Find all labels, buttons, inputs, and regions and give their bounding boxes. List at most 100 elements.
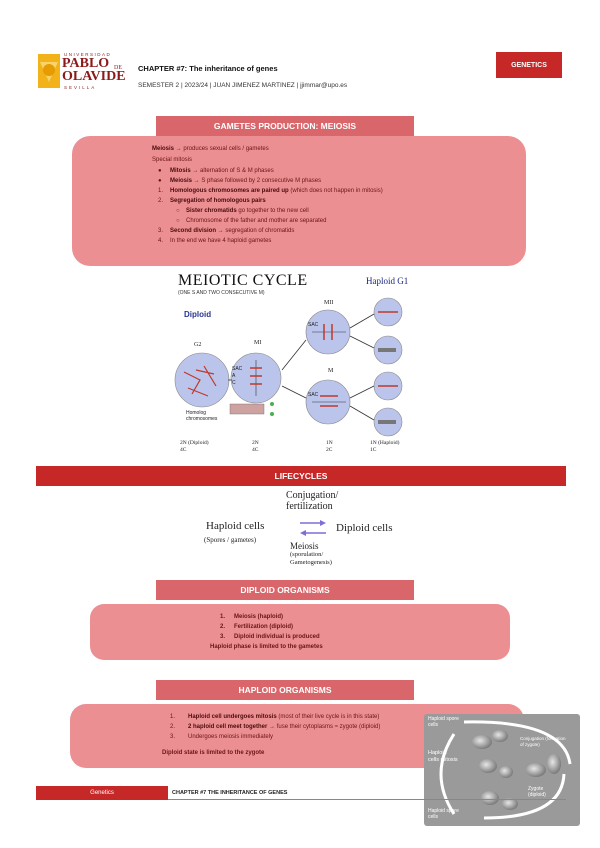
- item-text: → alternation of S & M phases: [190, 168, 274, 174]
- list-marker: 2.: [158, 198, 164, 204]
- list-marker: 1.: [158, 188, 164, 194]
- g2-label: G2: [194, 342, 202, 348]
- item-text: Undergoes meiosis immediately: [188, 734, 274, 740]
- haploid-list-item: 2.2 haploid cell meet together → fuse th…: [170, 722, 380, 732]
- item-bold-text: Homologous chromosomes are paired up: [170, 188, 289, 194]
- item-text: Fertilization (diploid): [234, 624, 293, 630]
- meiosis-list: ● Mitosis → alternation of S & M phases ●M…: [158, 166, 383, 246]
- meiosis-list-item: ○Chromosome of the father and mother are…: [158, 216, 383, 226]
- item-text: go together to the new cell: [236, 208, 309, 214]
- lifecycles-heading: LIFECYCLES: [36, 466, 566, 486]
- g2-cell: [174, 352, 230, 408]
- yeast-lifecycle-image: Haploid spore cells Haploid cells mitosi…: [424, 714, 580, 826]
- diploid-cells-label: Diploid cells: [336, 522, 393, 534]
- university-logo: UNIVERSIDAD PABLO OLAVIDE DE SEVILLA: [38, 52, 134, 92]
- item-bold-text: 2 haploid cell meet together: [188, 724, 268, 730]
- stage-mi-n: 2N: [252, 440, 259, 446]
- meiosis-list-item: 3.Second division → segregation of chrom…: [158, 226, 383, 236]
- chapter-title: CHAPTER #7: The inheritance of genes: [138, 64, 278, 73]
- haploid-cells-label: Haploid cells: [206, 520, 265, 532]
- stage-g2-c: 4C: [180, 447, 187, 453]
- meiosis-list-item: ● Mitosis → alternation of S & M phases: [158, 166, 383, 176]
- stage-haploid-n: 1N (Haploid): [370, 440, 400, 446]
- sac-label-2: SAC: [308, 392, 319, 398]
- meiosis-line2: Special mitosis: [152, 157, 193, 163]
- img-label-haploid-spore: Haploid spore cells: [428, 716, 459, 728]
- meiosis-list-item: 4.In the end we have 4 haploid gametes: [158, 236, 383, 246]
- diploid-list-item: 3.Diploid individual is produced: [220, 632, 320, 642]
- list-marker: 3.: [158, 228, 164, 234]
- meiosis-line1: Meiosis → produces sexual cells / gamete…: [152, 144, 269, 154]
- a-label: A: [232, 373, 236, 379]
- item-bold-text: Meiosis: [170, 178, 193, 184]
- logo-bottom-text: SEVILLA: [64, 85, 97, 90]
- item-text: → fuse their cytoplasms ≈ zygote (diploi…: [267, 724, 381, 730]
- stage-mii-c: 2C: [326, 447, 333, 453]
- item-bold-text: Segregation of homologous pairs: [170, 198, 266, 204]
- list-marker: ○: [176, 208, 180, 214]
- mii-top-label: MII: [324, 300, 334, 306]
- meiosis-line1-bold: Meiosis: [152, 146, 175, 152]
- stage-mi-c: 4C: [252, 447, 259, 453]
- footer-divider: [168, 799, 566, 800]
- item-text: Meiosis (haploid): [234, 614, 284, 620]
- c-label: C: [232, 380, 236, 386]
- img-label-zygote: Zygote (diploid): [528, 786, 546, 798]
- meiosis-panel: Meiosis → produces sexual cells / gamete…: [72, 136, 526, 266]
- item-text: (most of their live cycle is in this sta…: [276, 714, 380, 720]
- meiosis-list-item: 2. Segregation of homologous pairs: [158, 196, 383, 206]
- meiosis-heading: GAMETES PRODUCTION: MEIOSIS: [156, 116, 414, 136]
- diploid-list: 1. Meiosis (haploid) 2. Fertilization (dipl…: [220, 612, 320, 642]
- item-text: → segregation of chromatids: [216, 228, 295, 234]
- meiosis-list-item: ●Meiosis → S phase followed by 2 consecu…: [158, 176, 383, 186]
- diploid-panel: 1. Meiosis (haploid) 2. Fertilization (dipl…: [90, 604, 510, 660]
- diploid-note: Haploid phase is limited to the gametes: [210, 644, 323, 650]
- item-text: (which does not happen in mitosis): [288, 188, 383, 194]
- logo-top-text: UNIVERSIDAD: [64, 52, 112, 57]
- item-bold-text: Mitosis: [170, 168, 191, 174]
- item-text: In the end we have 4 haploid gametes: [170, 238, 272, 244]
- haploid-heading: HAPLOID ORGANISMS: [156, 680, 414, 700]
- conjugation-text: Conjugation/: [286, 490, 339, 501]
- meiotic-cycle-figure: MEIOTIC CYCLE (ONE S AND TWO CONSECUTIVE…: [170, 270, 432, 462]
- fertilization-text: fertilization: [286, 501, 333, 512]
- item-bold-text: Sister chromatids: [186, 208, 237, 214]
- meiosis-text: Meiosis: [290, 541, 319, 551]
- stage-haploid-c: 1C: [370, 447, 377, 453]
- stage-mii-n: 1N: [326, 440, 333, 446]
- footer-chapter: CHAPTER #7 THE INHERITANCE OF GENES: [172, 790, 288, 796]
- stage-g2-ploidy: 2N (Diploid)4C: [180, 440, 209, 454]
- meiosis-list-item: 1. Homologous chromosomes are paired up (…: [158, 186, 383, 196]
- sac-label-1: SAC: [308, 322, 319, 328]
- haploid-list-item: 1. Haploid cell undergoes mitosis (most o…: [170, 712, 380, 722]
- gametogenesis-text: Gametogenesis): [290, 559, 332, 566]
- item-text: Chromosome of the father and mother are …: [186, 218, 327, 224]
- mii-bottom-label: M: [328, 368, 334, 374]
- list-marker: 2.: [220, 624, 226, 630]
- figure-subtitle: (ONE S AND TWO CONSECUTIVE M): [178, 290, 265, 296]
- mi-label: MI: [254, 340, 262, 346]
- list-marker: ●: [158, 168, 162, 174]
- item-text: → S phase followed by 2 consecutive M ph…: [192, 178, 322, 184]
- stage-haploid-ploidy: 1N (Haploid)1C: [370, 440, 399, 454]
- list-marker: 3.: [170, 734, 176, 740]
- meiotic-cycle-diagram: [174, 297, 403, 437]
- diploid-list-item: 1. Meiosis (haploid): [220, 612, 320, 622]
- figure-title: MEIOTIC CYCLE: [178, 272, 308, 289]
- sac-label-3: SAC: [232, 366, 243, 372]
- meiosis-list-item: ○ Sister chromatids go together to the ne…: [158, 206, 383, 216]
- img-label-conjugation: Conjugation (formation of zygote): [520, 736, 566, 747]
- sporulation-text: (sporulation/: [290, 551, 324, 558]
- footer-genetics: Genetics: [36, 786, 168, 800]
- logo-pablo: PABLO: [62, 56, 110, 71]
- lifecycle-conjugation: Conjugation/ fertilization: [286, 490, 338, 512]
- list-marker: 1.: [170, 714, 176, 720]
- lifecycle-arrows: [300, 520, 326, 536]
- genetics-badge: GENETICS: [496, 52, 562, 78]
- img-label-haploid-spore-2: Haploid spore cells: [428, 808, 459, 820]
- logo-olavide: OLAVIDE: [62, 69, 126, 84]
- item-bold-text: Haploid cell undergoes mitosis: [188, 714, 277, 720]
- list-marker: 1.: [220, 614, 226, 620]
